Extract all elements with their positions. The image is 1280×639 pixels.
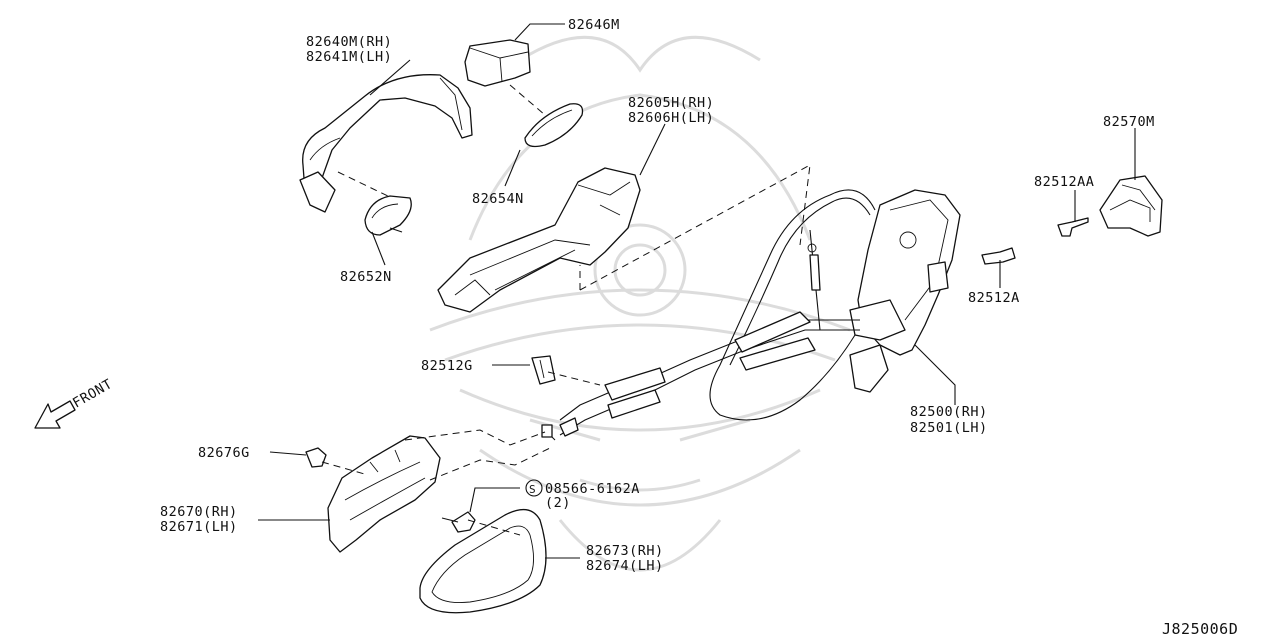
assembly-dashed-lines xyxy=(321,84,811,536)
diagram-id: J825006D xyxy=(1162,620,1238,638)
gasket-82654n xyxy=(524,103,584,148)
screw-82512aa xyxy=(1057,217,1089,237)
label-82605h: 82605H(RH) xyxy=(628,95,714,111)
label-82674: 82674(LH) xyxy=(586,558,664,574)
label-82670: 82670(RH) xyxy=(160,504,238,520)
inside-handle-82670 xyxy=(327,435,441,553)
label-82512g: 82512G xyxy=(421,358,473,374)
outside-handle-82640m xyxy=(299,74,473,213)
label-82512a: 82512A xyxy=(968,290,1020,306)
label-82500: 82500(RH) xyxy=(910,404,988,420)
front-arrow-icon xyxy=(34,400,76,429)
part-labels: 82640M(RH) 82641M(LH) 82646M 82605H(RH) … xyxy=(160,17,1238,638)
label-82501: 82501(LH) xyxy=(910,420,988,436)
clip-82512g xyxy=(531,355,556,385)
label-82570m: 82570M xyxy=(1103,114,1155,130)
key-cylinder-cap-82646m xyxy=(464,39,531,87)
label-82673: 82673(RH) xyxy=(586,543,664,559)
door-lock-actuator-82500 xyxy=(849,189,961,393)
door-lock-cables xyxy=(541,189,876,441)
clip-82676g xyxy=(305,447,327,468)
screw-82512a xyxy=(981,247,1016,265)
label-82606h: 82606H(LH) xyxy=(628,110,714,126)
striker-82570m xyxy=(1099,175,1163,237)
handle-bracket-82605h xyxy=(437,167,641,313)
front-label: FRONT xyxy=(70,376,115,411)
label-08566: 08566-6162A xyxy=(545,481,640,497)
screw-08566 xyxy=(441,511,476,533)
label-82652n: 82652N xyxy=(340,269,392,285)
escutcheon-82673 xyxy=(419,508,547,614)
label-82646m: 82646M xyxy=(568,17,620,33)
s-symbol: S xyxy=(529,483,536,496)
label-82654n: 82654N xyxy=(472,191,524,207)
s-symbol-circle xyxy=(525,479,543,497)
leader-lines xyxy=(258,23,1136,559)
label-82671: 82671(LH) xyxy=(160,519,238,535)
label-08566-qty: (2) xyxy=(545,495,571,511)
label-82676g: 82676G xyxy=(198,445,250,461)
gasket-82652n xyxy=(364,195,412,236)
label-82640m: 82640M(RH) xyxy=(306,34,392,50)
label-82641m: 82641M(LH) xyxy=(306,49,392,65)
label-82512aa: 82512AA xyxy=(1034,174,1094,190)
